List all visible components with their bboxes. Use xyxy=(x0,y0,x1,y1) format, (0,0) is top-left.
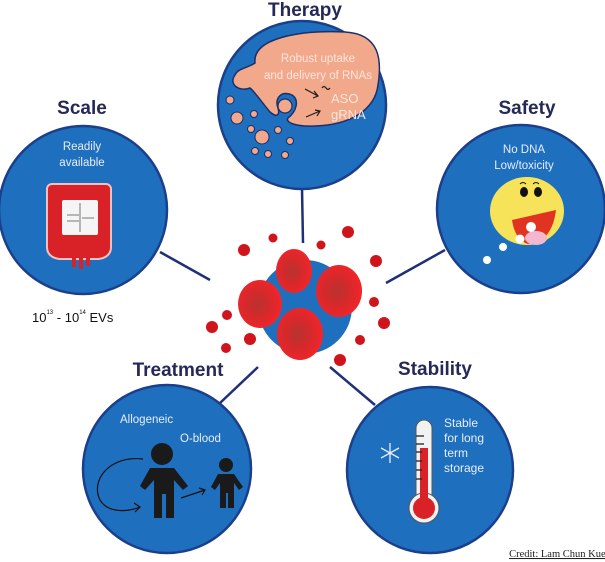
center-ev-cluster xyxy=(206,226,390,366)
ev-dot xyxy=(316,240,326,250)
red-blood-cell xyxy=(277,308,323,360)
ev-dot xyxy=(369,297,379,307)
panel-scale: Scale Readily available 1013 - 1014 EVs xyxy=(0,98,169,325)
ev-dot xyxy=(221,343,231,353)
safety-line-1: No DNA xyxy=(503,144,546,156)
stability-title: Stability xyxy=(398,359,472,380)
ev-dot xyxy=(206,321,218,333)
stability-line-2: for long xyxy=(444,431,484,445)
red-blood-cell xyxy=(276,249,312,293)
ev-dot xyxy=(342,226,354,238)
ev-dot xyxy=(238,244,250,256)
red-blood-cell xyxy=(238,280,282,328)
panel-stability: Stability Stable for long term storage xyxy=(345,359,515,555)
ev-dot xyxy=(370,255,382,267)
image-credit: Credit: Lam Chun Kuen xyxy=(509,549,605,560)
scale-line-2: available xyxy=(59,157,104,169)
snowflake-icon xyxy=(380,443,400,463)
safety-line-2: Low/toxicity xyxy=(494,160,554,172)
connector-treatment xyxy=(219,366,259,404)
arrow-icon xyxy=(96,458,206,513)
ev-dot xyxy=(355,335,365,345)
connector-scale xyxy=(159,250,211,282)
connector-safety xyxy=(385,248,446,285)
connector-therapy xyxy=(300,187,305,244)
safety-title: Safety xyxy=(498,98,555,119)
ev-dots xyxy=(206,226,390,366)
therapy-line-2: and delivery of RNAs xyxy=(264,70,372,82)
ev-dot xyxy=(334,354,346,366)
therapy-cargo-aso: ASO xyxy=(331,91,358,106)
thermometer-icon xyxy=(408,419,440,524)
scale-line-1: Readily xyxy=(63,141,102,153)
stability-line-3: term xyxy=(444,446,468,460)
ev-dot xyxy=(244,333,256,345)
child-figure-icon xyxy=(211,458,243,508)
treatment-label-allogeneic: Allogeneic xyxy=(120,414,173,426)
ev-dot xyxy=(268,233,278,243)
panel-safety: Safety No DNA Low/toxicity xyxy=(435,98,605,295)
therapy-title: Therapy xyxy=(268,0,342,21)
therapy-cargo-grna: gRNA xyxy=(331,107,366,122)
arrow-icon xyxy=(304,85,331,118)
cell-membrane-blob xyxy=(232,30,381,127)
smiley-face-icon xyxy=(483,177,564,264)
treatment-label-oblood: O-blood xyxy=(180,433,221,445)
therapy-line-1: Robust uptake xyxy=(281,53,355,65)
blood-bag-icon xyxy=(46,183,112,269)
connectors xyxy=(159,187,446,406)
ev-dot xyxy=(222,310,232,320)
panel-treatment: Treatment Allogeneic O-blood xyxy=(81,360,253,555)
ev-dot xyxy=(378,317,390,329)
connector-stability xyxy=(329,366,376,406)
stability-line-1: Stable xyxy=(444,416,478,430)
stability-line-4: storage xyxy=(444,461,484,475)
endosome-vesicle xyxy=(277,98,293,114)
red-blood-cell xyxy=(316,265,362,317)
small-vesicles xyxy=(225,95,294,159)
treatment-title: Treatment xyxy=(133,360,224,381)
adult-figure-icon xyxy=(140,443,188,518)
scale-quantity: 1013 - 1014 EVs xyxy=(32,310,114,325)
scale-title: Scale xyxy=(57,98,107,119)
panel-therapy: Therapy Robust uptake and delivery of RN… xyxy=(216,0,388,191)
